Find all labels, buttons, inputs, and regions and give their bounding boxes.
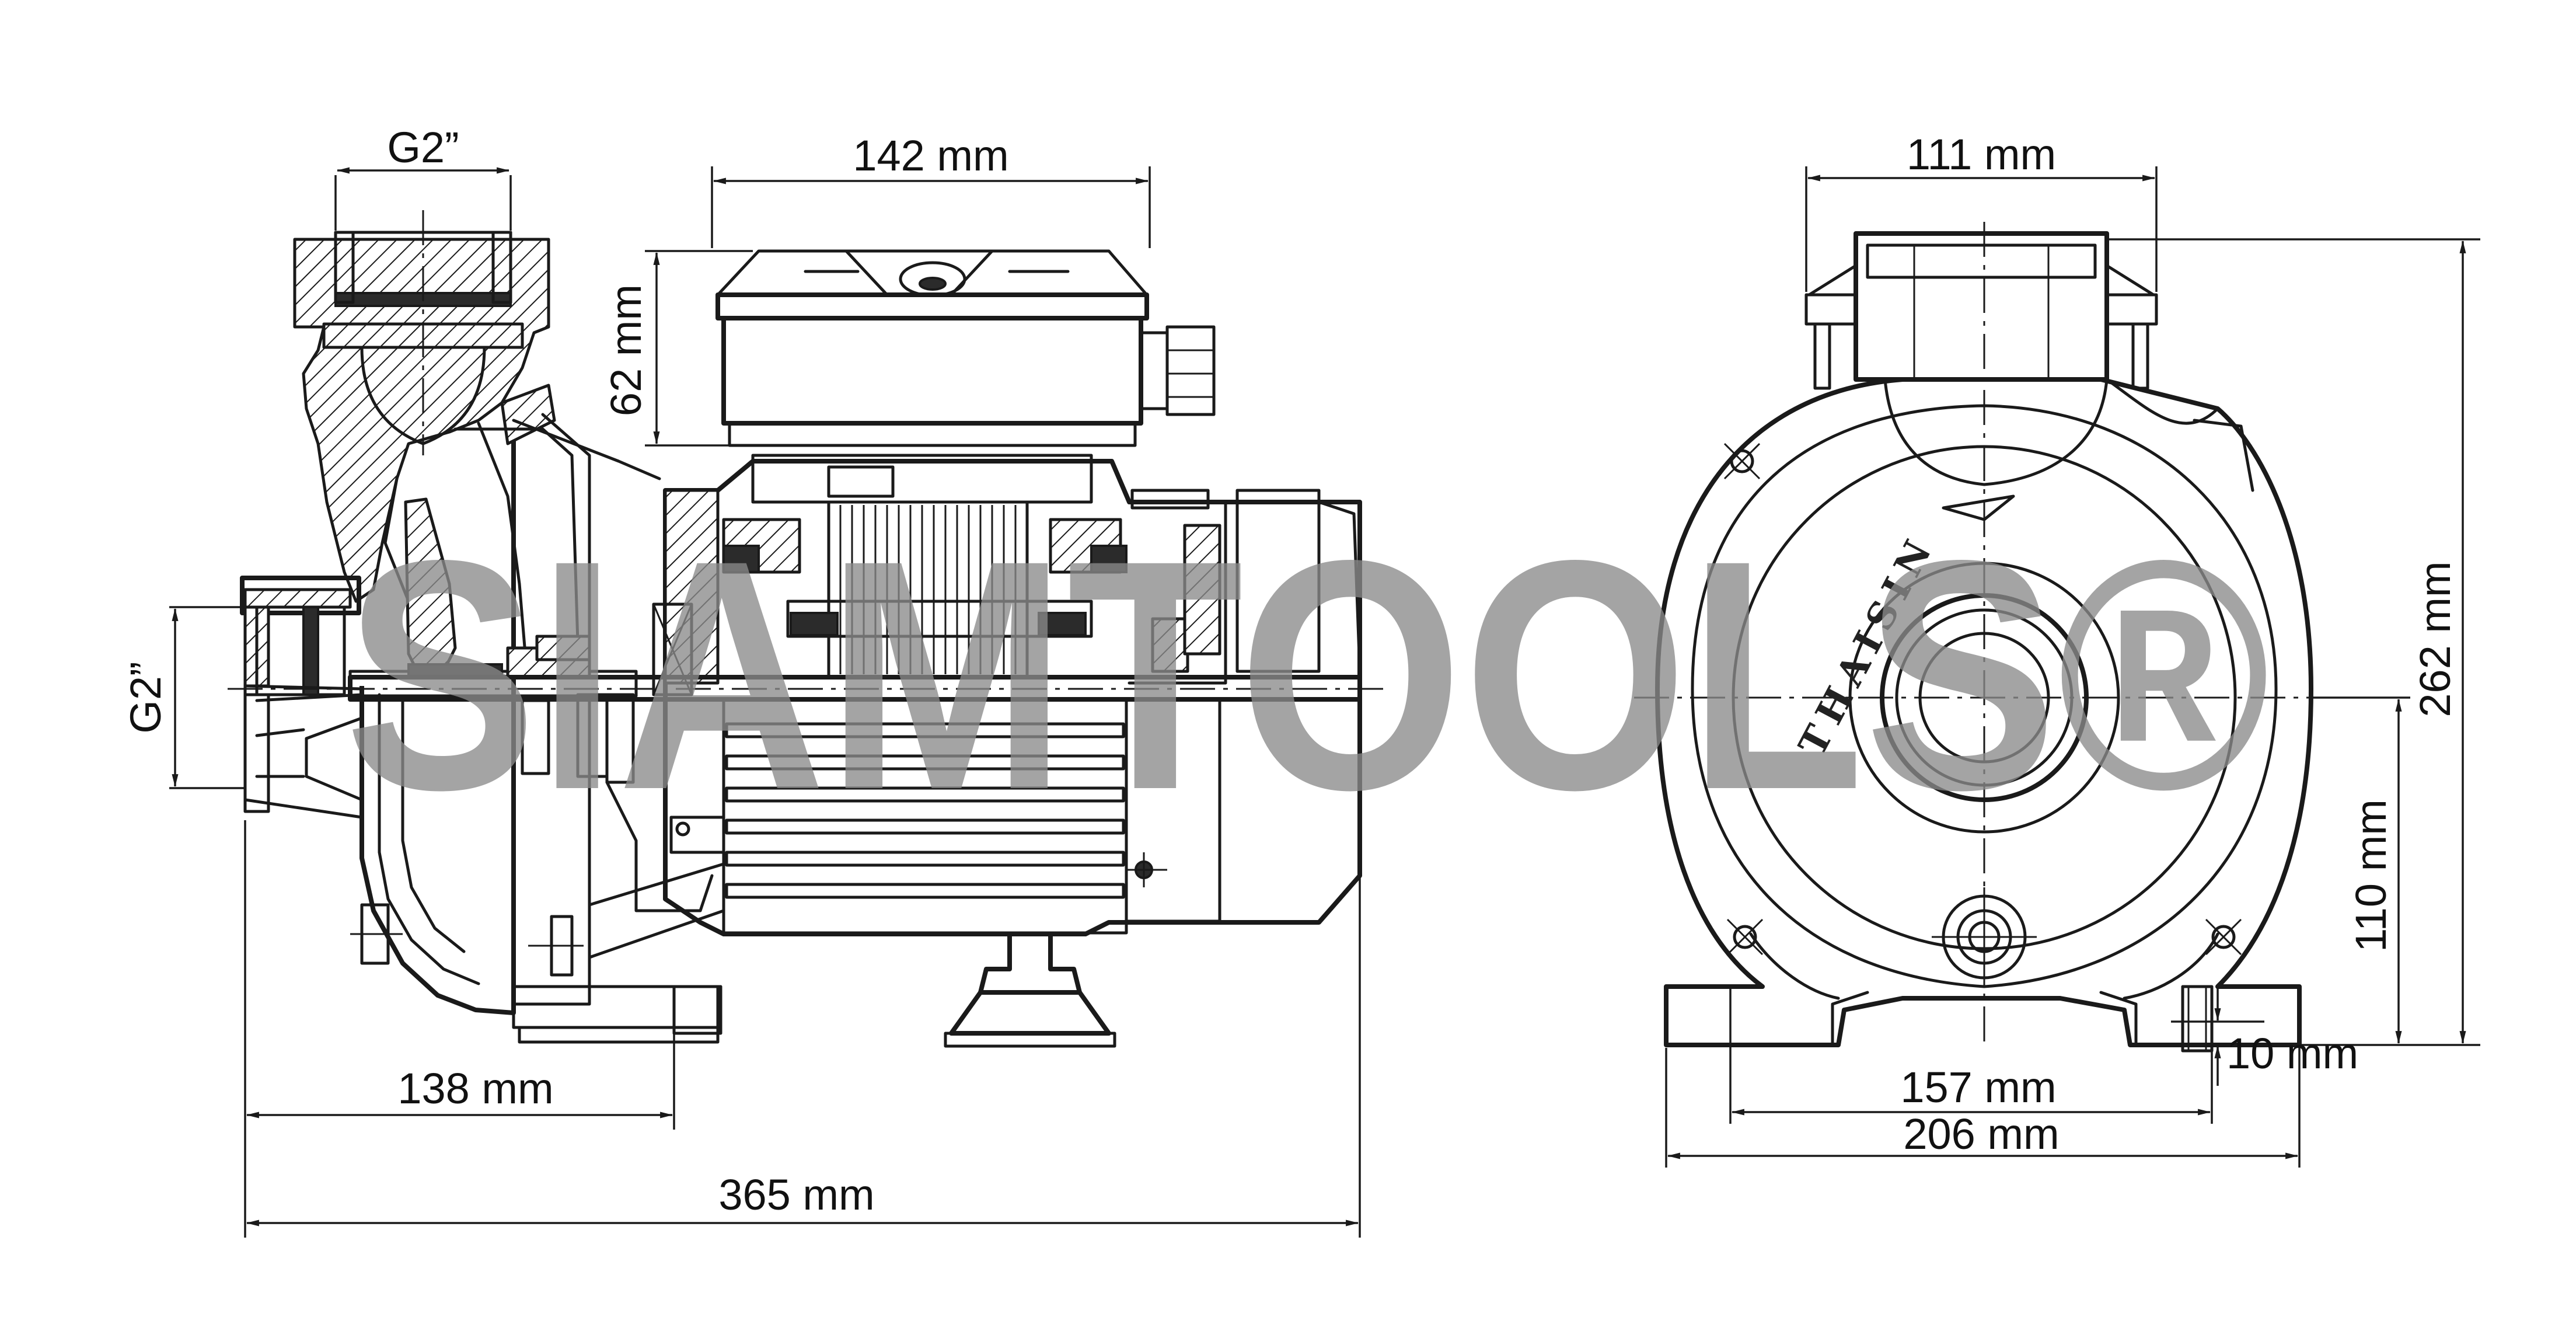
foot-offset-label: 138 mm <box>397 1064 553 1113</box>
casing-bolts <box>1723 443 2242 956</box>
thread-top-label: G2” <box>387 123 459 172</box>
motor-housing <box>348 454 1362 1048</box>
dim-foot-offset: 138 mm <box>244 820 675 1130</box>
base-thickness-label: 10 mm <box>2226 1029 2358 1078</box>
thread-side-label: G2” <box>121 661 170 733</box>
dim-total-length: 365 mm <box>244 876 1361 1238</box>
outlet-block <box>1804 231 2158 390</box>
watermark-logo: SIAMTOOLS® <box>344 492 2270 858</box>
base-width-label: 206 mm <box>1903 1110 2059 1158</box>
dim-base-width: 206 mm <box>1665 1048 2301 1168</box>
total-height-label: 262 mm <box>2411 561 2459 717</box>
total-length-label: 365 mm <box>718 1170 874 1219</box>
dim-terminal-height: 62 mm <box>602 250 753 447</box>
dim-base-thickness: 10 mm <box>2171 987 2358 1086</box>
dim-hole-spacing: 157 mm <box>1729 987 2213 1124</box>
dim-outlet-width: 111 mm <box>1805 130 2158 292</box>
terminal-box <box>715 249 1216 447</box>
pump-casing <box>359 384 661 1015</box>
dim-axis-height: 110 mm <box>2311 696 2410 1044</box>
cooling-fin <box>725 818 1125 835</box>
cooling-fin <box>725 851 1125 867</box>
dim-thread-top: G2” <box>334 123 512 231</box>
terminal-height-label: 62 mm <box>602 284 650 416</box>
volute-body <box>1655 377 2313 1047</box>
cooling-fin <box>725 722 1125 738</box>
side-view: G2” G2” 142 mm 62 mm 138 mm <box>121 123 1389 1238</box>
hole-spacing-label: 157 mm <box>1900 1063 2056 1112</box>
cooling-fin <box>725 754 1125 771</box>
dim-total-height: 262 mm <box>2107 238 2480 1046</box>
motor-width-label: 142 mm <box>853 131 1008 180</box>
outlet-port-section <box>293 231 550 632</box>
cooling-fin <box>725 883 1125 899</box>
cooling-fin <box>725 786 1125 803</box>
axis-height-label: 110 mm <box>2347 799 2395 952</box>
cooling-fins <box>725 722 1125 899</box>
outlet-width-label: 111 mm <box>1907 130 2056 179</box>
dim-thread-side: G2” <box>121 606 245 789</box>
stator-laminations <box>839 505 1017 674</box>
dim-motor-width: 142 mm <box>711 131 1151 248</box>
